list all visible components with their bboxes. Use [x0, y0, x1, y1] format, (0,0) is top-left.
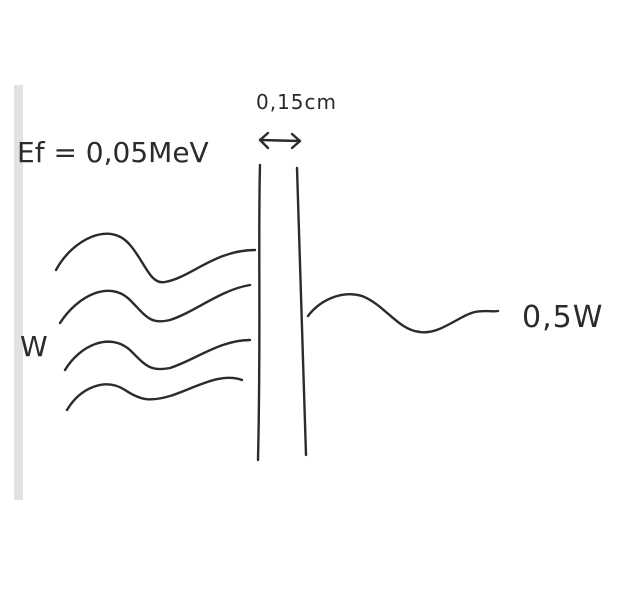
- transmitted-power-label: 0,5W: [522, 300, 604, 335]
- energy-label: Ef = 0,05MeV: [17, 136, 209, 169]
- paper-edge: [14, 85, 23, 500]
- transmitted-wave: [306, 293, 500, 334]
- incident-wave-4: [65, 376, 244, 412]
- incident-wave-2: [58, 283, 252, 325]
- incident-power-label: W: [20, 330, 49, 363]
- paper-sheet: [23, 85, 637, 500]
- shield-wall-left-edge: [256, 163, 262, 462]
- double-arrow-icon: [258, 131, 302, 150]
- incident-wave-1: [54, 232, 257, 284]
- incident-wave-3: [63, 338, 252, 372]
- thickness-label: 0,15cm: [256, 90, 338, 114]
- shield-wall-right-edge: [295, 166, 308, 457]
